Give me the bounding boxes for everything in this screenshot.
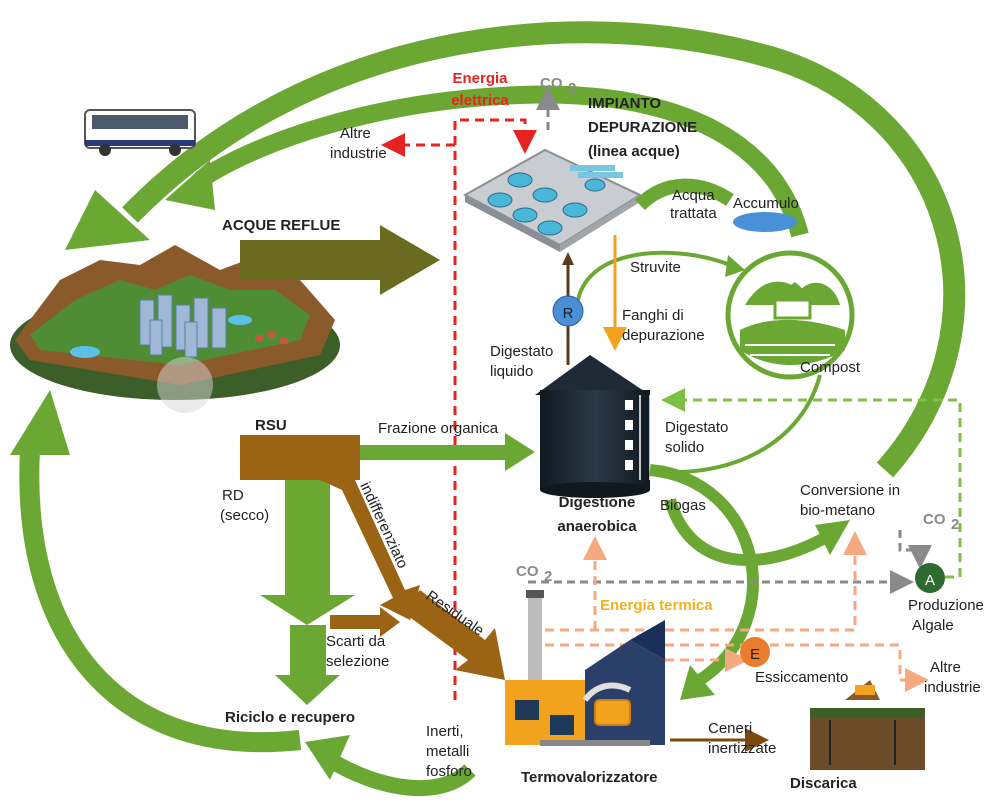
- struvite-label: Struvite: [630, 259, 681, 276]
- rd-label-1: RD: [222, 487, 244, 504]
- accumulo-label: Accumulo: [733, 195, 799, 212]
- fanghi-label-2: depurazione: [622, 327, 705, 344]
- energia-elettrica-label-2: elettrica: [451, 92, 509, 109]
- ceneri-label-2: inertizzate: [708, 740, 776, 757]
- landfill: [810, 680, 925, 770]
- digestato-liquido-flow: [562, 252, 574, 365]
- impianto-label-2: DEPURAZIONE: [588, 119, 697, 136]
- altre-industrie-bot-label-1: Altre: [930, 659, 961, 676]
- farm-icon: [725, 250, 855, 380]
- scarti-label-1: Scarti da: [326, 633, 386, 650]
- a-node: A: [915, 563, 945, 593]
- energia-elettrica-label-1: Energia: [452, 70, 508, 87]
- inerti-label-1: Inerti,: [426, 723, 464, 740]
- discarica-label: Discarica: [790, 775, 857, 792]
- a-node-label: A: [925, 572, 935, 589]
- r-node: R: [552, 295, 584, 327]
- co2-top-sub: 2: [568, 80, 576, 97]
- algae-return-flow: [661, 388, 962, 579]
- digestione-label-2: anaerobica: [557, 518, 637, 535]
- biogas-label: Biogas: [660, 497, 706, 514]
- rd-label-2: (secco): [220, 507, 269, 524]
- riciclo-label: Riciclo e recupero: [225, 709, 355, 726]
- indifferenziato-flow: [320, 480, 420, 620]
- co2-right-sub: 2: [951, 516, 959, 533]
- acque-reflue-label: ACQUE REFLUE: [222, 217, 340, 234]
- conversione-label-1: Conversione in: [800, 482, 900, 499]
- accumulo-flow: [635, 178, 797, 232]
- co2-to-algae: [528, 530, 932, 594]
- e-node-label: E: [750, 646, 760, 663]
- acque-reflue-arrow: [240, 225, 440, 295]
- accumulo-tank: [733, 212, 797, 232]
- r-node-label: R: [563, 305, 574, 322]
- struvite-flow: [576, 250, 745, 301]
- fanghi-label-1: Fanghi di: [622, 307, 684, 324]
- residuale-flow: [400, 590, 505, 680]
- acqua-trattata-label-1: Acqua: [672, 187, 715, 204]
- co2-top-label: CO: [540, 75, 563, 92]
- digestato-solido-label-1: Digestato: [665, 419, 728, 436]
- altre-industrie-top-label-1: Altre: [340, 125, 371, 142]
- digestato-liquido-label-2: liquido: [490, 363, 533, 380]
- impianto-label-1: IMPIANTO: [588, 95, 661, 112]
- essiccamento-label: Essiccamento: [755, 669, 848, 686]
- rsu-block: [240, 435, 360, 480]
- digestato-solido-label-2: solido: [665, 439, 704, 456]
- outer-cycle-arrows: [10, 21, 966, 797]
- co2-bottom-sub: 2: [544, 568, 552, 585]
- depuration-plant: [462, 148, 643, 252]
- altre-industrie-bot-label-2: industrie: [924, 679, 981, 696]
- produzione-label-2: Algale: [912, 617, 954, 634]
- scarti-flow: [330, 607, 400, 637]
- digestato-liquido-label-1: Digestato: [490, 343, 553, 360]
- frazione-organica-flow: [360, 433, 535, 471]
- produzione-label-1: Produzione: [908, 597, 984, 614]
- co2-right-label: CO: [923, 511, 946, 528]
- conversione-label-2: bio-metano: [800, 502, 875, 519]
- incinerator: [505, 590, 665, 746]
- rsu-label: RSU: [255, 417, 287, 434]
- termovalorizzatore-label: Termovalorizzatore: [521, 769, 657, 786]
- inerti-label-2: metalli: [426, 743, 469, 760]
- ceneri-label-1: Ceneri: [708, 720, 752, 737]
- energia-elettrica-flow: [381, 118, 537, 700]
- energia-termica-label: Energia termica: [600, 597, 713, 614]
- digestione-label-1: Digestione: [559, 494, 636, 511]
- digester-tank: [535, 355, 651, 498]
- co2-bottom-label: CO: [516, 563, 539, 580]
- inerti-label-3: fosforo: [426, 763, 472, 780]
- frazione-organica-label: Frazione organica: [378, 420, 499, 437]
- altre-industrie-top-label-2: industrie: [330, 145, 387, 162]
- acqua-trattata-label-2: trattata: [670, 205, 717, 222]
- impianto-label-3: (linea acque): [588, 143, 680, 160]
- e-node: E: [740, 637, 770, 667]
- bus-icon: [84, 109, 196, 156]
- scarti-label-2: selezione: [326, 653, 389, 670]
- rd-flow: [260, 480, 355, 705]
- compost-label: Compost: [800, 359, 861, 376]
